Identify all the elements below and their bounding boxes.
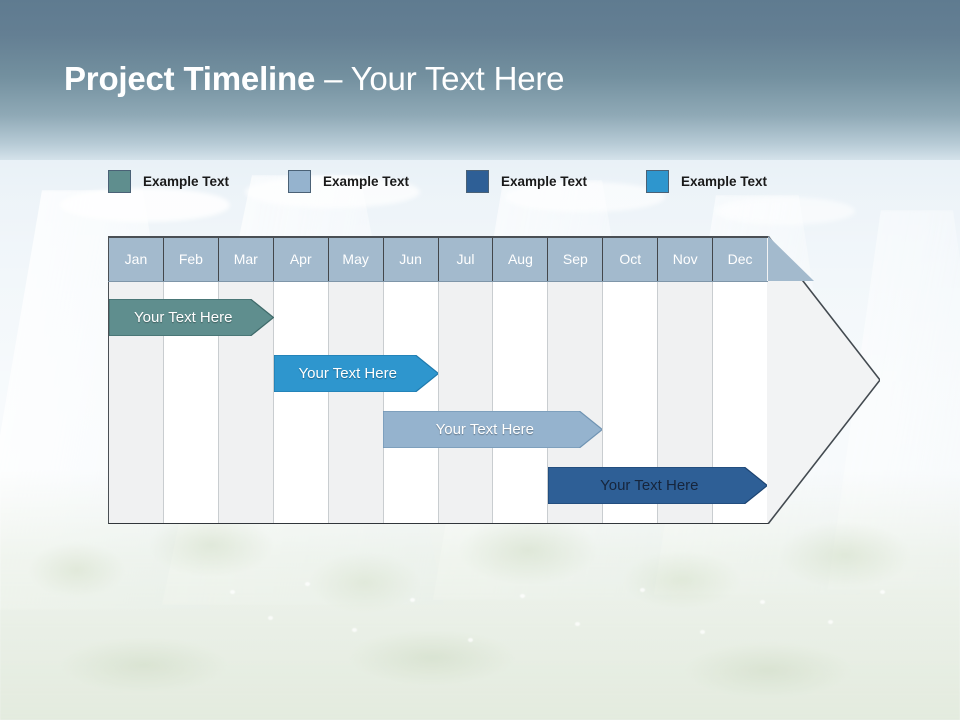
legend-label-4: Example Text — [681, 173, 768, 189]
legend-label-1: Example Text — [143, 173, 230, 189]
legend-item-3[interactable]: Example Text — [466, 168, 587, 194]
month-header-may[interactable]: May — [328, 236, 384, 281]
timeline-bar-1[interactable]: Your Text Here — [109, 299, 274, 336]
month-header-jun[interactable]: Jun — [383, 236, 439, 281]
timeline-bar-label-3: Your Text Here — [435, 421, 535, 438]
timeline-bar-4[interactable]: Your Text Here — [547, 467, 767, 504]
timeline-bar-label-1: Your Text Here — [134, 309, 233, 326]
legend-label-2: Example Text — [323, 173, 410, 189]
legend-swatch-3 — [466, 169, 489, 193]
page-title-bold: Project Timeline — [64, 60, 316, 97]
legend-label-3: Example Text — [501, 173, 588, 189]
month-header-oct[interactable]: Oct — [603, 236, 659, 281]
legend-swatch-4 — [646, 169, 669, 193]
legend-item-2[interactable]: Example Text — [288, 168, 409, 194]
grid-column-jul — [438, 236, 494, 524]
legend-item-4[interactable]: Example Text — [646, 168, 767, 194]
timeline-bar-3[interactable]: Your Text Here — [383, 411, 603, 448]
month-header-nov[interactable]: Nov — [658, 236, 714, 281]
legend-item-1[interactable]: Example Text — [108, 168, 229, 194]
month-header-jan[interactable]: Jan — [109, 236, 164, 281]
month-header-bottom-rule — [108, 281, 768, 282]
legend-swatch-2 — [288, 169, 311, 193]
month-header-apr[interactable]: Apr — [273, 236, 329, 281]
month-header-jul[interactable]: Jul — [438, 236, 494, 281]
timeline-bar-shape-3 — [383, 411, 603, 448]
legend-swatch-1 — [108, 169, 131, 193]
page-title-separator: – — [315, 60, 351, 97]
month-header-mar[interactable]: Mar — [218, 236, 274, 281]
page-title-light: Your Text Here — [350, 60, 565, 97]
timeline-bar-shape-1 — [109, 299, 274, 336]
month-header-nub — [768, 236, 814, 281]
timeline-bar-shape-2 — [273, 355, 438, 392]
timeline-bar-label-4: Your Text Here — [600, 477, 699, 494]
timeline-bar-label-2: Your Text Here — [298, 365, 397, 382]
grid-column-feb — [163, 236, 219, 524]
month-header-top-rule — [108, 236, 768, 238]
title-band — [0, 0, 960, 160]
timeline-bar-shape-4 — [547, 467, 767, 504]
timeline-bar-2[interactable]: Your Text Here — [273, 355, 438, 392]
month-header-feb[interactable]: Feb — [163, 236, 219, 281]
grid-column-aug — [493, 236, 549, 524]
chart-legend: Example Text Example Text Example Text Exam… — [108, 168, 848, 194]
page-title: Project Timeline – Your Text Here — [64, 58, 564, 100]
month-header-dec[interactable]: Dec — [713, 236, 768, 281]
month-header-aug[interactable]: Aug — [493, 236, 549, 281]
grid-column-jan — [109, 236, 164, 524]
month-header-sep[interactable]: Sep — [548, 236, 604, 281]
